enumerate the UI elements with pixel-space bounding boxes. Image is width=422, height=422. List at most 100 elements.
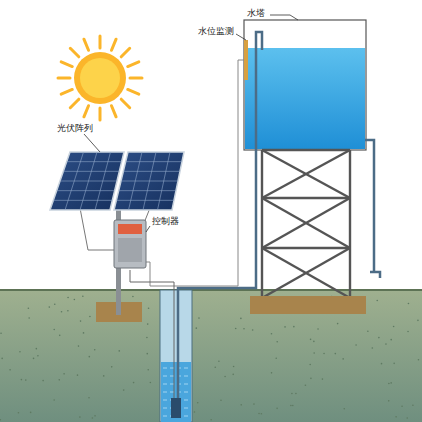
soil-dot — [337, 323, 339, 325]
controller-box — [114, 220, 146, 268]
cell-line — [119, 190, 176, 191]
soil-dot — [28, 308, 30, 310]
soil-dot — [150, 382, 152, 384]
sun-ray — [61, 89, 72, 94]
soil-dot — [233, 366, 235, 368]
soil-dot — [61, 311, 63, 313]
soil-dot — [0, 332, 2, 334]
soil-dot — [30, 412, 32, 414]
soil-dot — [89, 316, 91, 318]
soil-dot — [412, 404, 414, 406]
soil-dot — [218, 361, 220, 363]
soil-dot — [408, 303, 410, 305]
soil-dot — [292, 405, 294, 407]
sun-disc — [74, 52, 126, 104]
tower-brace — [262, 248, 350, 298]
soil-dot — [132, 296, 134, 298]
soil-dot — [243, 328, 245, 330]
soil-dot — [92, 417, 94, 419]
soil-dot — [194, 411, 196, 413]
cell-line — [63, 171, 119, 172]
soil-dot — [261, 413, 263, 415]
soil-texture — [0, 295, 419, 420]
soil-dot — [395, 416, 397, 418]
soil-dot — [258, 413, 260, 415]
soil-dot — [103, 375, 105, 377]
soil-dot — [271, 333, 273, 335]
tower-brace — [262, 150, 350, 198]
sun-ray — [84, 106, 89, 117]
callout-label: 控制器 — [151, 217, 180, 227]
sun-core — [80, 58, 120, 98]
tower-brace — [262, 198, 350, 248]
water-ripple — [163, 368, 189, 369]
soil-dot — [198, 317, 200, 319]
soil-dot — [378, 337, 380, 339]
soil-dot — [80, 320, 82, 322]
soil-dot — [148, 307, 150, 309]
soil-dot — [147, 369, 149, 371]
soil-dot — [406, 417, 408, 419]
ground — [0, 290, 422, 422]
soil-dot — [9, 369, 11, 371]
sun-ray — [130, 77, 142, 80]
cell-line — [53, 200, 112, 201]
soil-dot — [367, 330, 369, 332]
soil-dot — [28, 317, 30, 319]
tower-foundation — [250, 296, 366, 314]
sun-ray — [99, 108, 102, 120]
leader-line — [84, 134, 100, 152]
soil-dot — [94, 415, 96, 417]
well-shaft — [160, 290, 192, 422]
soil-dot — [147, 323, 149, 325]
callout-label: 水位监测 — [197, 27, 235, 37]
soil-dot — [21, 379, 23, 381]
sun-ray — [111, 39, 116, 50]
soil-dot — [322, 378, 324, 380]
soil-dot — [235, 328, 237, 330]
soil-dot — [133, 382, 135, 384]
soil-dot — [310, 339, 312, 341]
soil-dot — [240, 404, 242, 406]
sun-ray — [99, 36, 102, 48]
sun-ray — [70, 99, 78, 107]
soil-dot — [253, 403, 255, 405]
tower-frame — [262, 150, 350, 298]
soil-dot — [381, 363, 383, 365]
soil-dot — [417, 320, 419, 322]
soil-dot — [393, 363, 395, 365]
soil-dot — [309, 364, 311, 366]
soil-dot — [78, 345, 80, 347]
tower-brace — [262, 198, 350, 248]
leader-lines — [84, 15, 298, 232]
leader-line — [236, 34, 246, 40]
cell-line — [57, 190, 115, 191]
sun-ray — [70, 48, 78, 56]
soil-dot — [42, 380, 44, 382]
tower-beam — [262, 247, 350, 249]
soil-dot — [123, 389, 125, 391]
ground-line — [0, 289, 422, 291]
sun-ray — [128, 89, 139, 94]
soil-dot — [59, 335, 61, 337]
soil-dot — [390, 339, 392, 341]
cell-line — [121, 181, 178, 182]
cell-line — [116, 200, 174, 201]
tower-beam — [262, 149, 350, 151]
soil-dot — [376, 300, 378, 302]
sun-ray — [111, 106, 116, 117]
soil-dot — [18, 412, 20, 414]
panel-cable — [80, 208, 116, 250]
sun-ray — [121, 48, 129, 56]
soil-dot — [276, 408, 278, 410]
soil-dot — [19, 351, 21, 353]
outlet-pipe — [365, 140, 374, 272]
tower-brace — [262, 150, 350, 198]
soil-dot — [317, 328, 319, 330]
soil-dot — [74, 299, 76, 301]
well-water — [161, 362, 191, 422]
soil-dot — [385, 343, 387, 345]
leader-line — [146, 226, 150, 232]
soil-dot — [79, 416, 81, 418]
soil-dot — [372, 347, 374, 349]
